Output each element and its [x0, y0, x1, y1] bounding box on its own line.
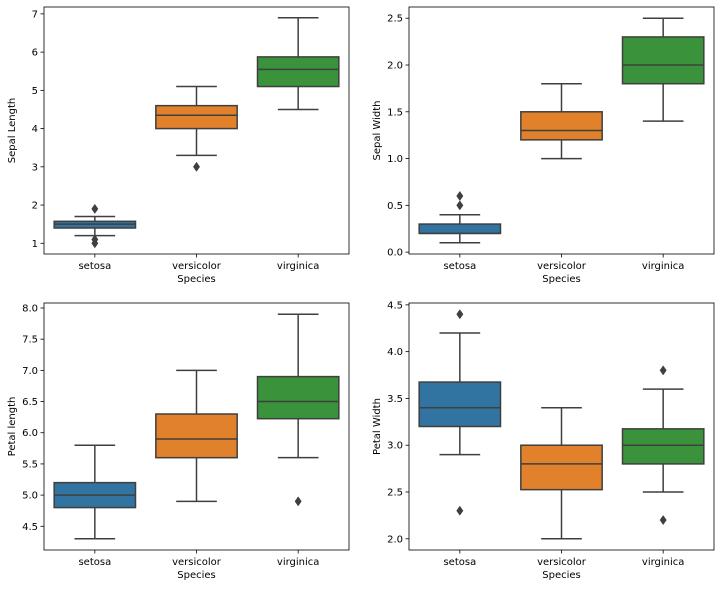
- x-tick-label: setosa: [443, 557, 476, 568]
- box-versicolor: [520, 407, 603, 540]
- iqr-box: [418, 223, 502, 235]
- x-tick-label: setosa: [78, 557, 111, 568]
- x-tick-label: virginica: [277, 261, 320, 272]
- y-tick-label: 1.0: [387, 154, 403, 165]
- y-tick-label: 2.5: [387, 487, 403, 498]
- outlier-point: [659, 365, 667, 376]
- outlier-point: [456, 309, 464, 320]
- axes-frame: [43, 302, 350, 551]
- y-tick-label: 6.5: [22, 397, 38, 408]
- y-tick-label: 3.5: [387, 394, 403, 405]
- y-tick-label: 6.0: [22, 428, 38, 439]
- y-tick-label: 1: [32, 239, 38, 250]
- y-tick-label: 2.5: [387, 14, 403, 25]
- x-axis-label: Species: [177, 274, 216, 285]
- y-tick-label: 5.0: [22, 491, 38, 502]
- y-tick-label: 5.5: [22, 459, 38, 470]
- outlier-point: [456, 190, 464, 202]
- iqr-box: [621, 428, 705, 465]
- y-tick-label: 2.0: [387, 534, 403, 545]
- iqr-box: [520, 444, 603, 491]
- y-tick-label: 2: [32, 201, 38, 212]
- y-tick-label: 7.5: [22, 335, 38, 346]
- iqr-box: [520, 111, 603, 141]
- box-versicolor: [155, 85, 238, 172]
- iqr-box: [155, 104, 238, 130]
- y-tick-label: 7.0: [22, 366, 38, 377]
- box-virginica: [621, 17, 705, 122]
- iqr-box: [256, 375, 340, 420]
- axes-frame: [408, 302, 715, 551]
- y-axis-label: Sepal Length: [7, 98, 18, 163]
- y-tick-label: 4.5: [22, 522, 38, 533]
- iqr-box: [621, 36, 705, 85]
- x-tick-label: versicolor: [537, 261, 587, 272]
- axes-frame: [43, 6, 350, 255]
- x-axis-label: Species: [542, 570, 581, 581]
- box-versicolor: [520, 82, 603, 160]
- y-tick-label: 3.0: [387, 441, 403, 452]
- y-tick-label: 2.0: [387, 61, 403, 72]
- iqr-box: [256, 56, 340, 88]
- x-tick-label: virginica: [642, 261, 685, 272]
- x-tick-label: setosa: [443, 261, 476, 272]
- chart-panel-3: 4.5 5.0 5.5 6.0 6.5 7.0 7.5 8.0 setosa versicolor…: [7, 302, 350, 581]
- y-tick-label: 4.0: [387, 347, 403, 358]
- x-tick-label: virginica: [642, 557, 685, 568]
- box-virginica: [256, 16, 340, 111]
- outlier-point: [659, 515, 667, 526]
- y-tick-label: 8.0: [22, 303, 38, 314]
- x-tick-label: virginica: [277, 557, 320, 568]
- outlier-point: [192, 161, 201, 172]
- y-tick-label: 4.5: [387, 300, 403, 311]
- y-tick-label: 5: [32, 86, 38, 97]
- outlier-point: [294, 496, 302, 507]
- y-axis-label: Petal Width: [372, 398, 383, 455]
- y-axis-label: Petal length: [7, 397, 18, 457]
- y-tick-label: 6: [32, 48, 38, 59]
- box-setosa: [418, 309, 502, 516]
- outlier-point: [456, 505, 464, 516]
- outlier-point: [91, 203, 99, 214]
- box-virginica: [621, 365, 705, 526]
- box-setosa: [53, 444, 137, 540]
- box-versicolor: [155, 369, 238, 503]
- axes-frame: [408, 6, 715, 255]
- y-tick-label: 0.0: [387, 248, 403, 259]
- box-setosa: [418, 190, 502, 244]
- chart-panel-4: 2.0 2.5 3.0 3.5 4.0 4.5 setosa versicolor virgin…: [372, 300, 715, 581]
- x-axis-label: Species: [177, 570, 216, 581]
- outlier-point: [456, 200, 464, 211]
- y-tick-label: 0.5: [387, 201, 403, 212]
- y-tick-label: 3: [32, 162, 38, 173]
- outlier-point: [91, 234, 99, 245]
- y-tick-label: 4: [32, 124, 38, 135]
- y-axis-label: Sepal Width: [372, 101, 383, 161]
- x-axis-label: Species: [542, 274, 581, 285]
- y-tick-label: 1.5: [387, 107, 403, 118]
- box-virginica: [256, 313, 340, 507]
- iqr-box: [155, 413, 238, 459]
- box-setosa: [53, 203, 137, 249]
- x-tick-label: versicolor: [172, 261, 222, 272]
- x-tick-label: setosa: [78, 261, 111, 272]
- x-tick-label: versicolor: [537, 557, 587, 568]
- y-tick-label: 7: [32, 9, 38, 20]
- chart-panel-2: 0.0 0.5 1.0 1.5 2.0 2.5 setosa versicolor virgin…: [372, 6, 715, 285]
- iqr-box: [418, 381, 502, 428]
- x-tick-label: versicolor: [172, 557, 222, 568]
